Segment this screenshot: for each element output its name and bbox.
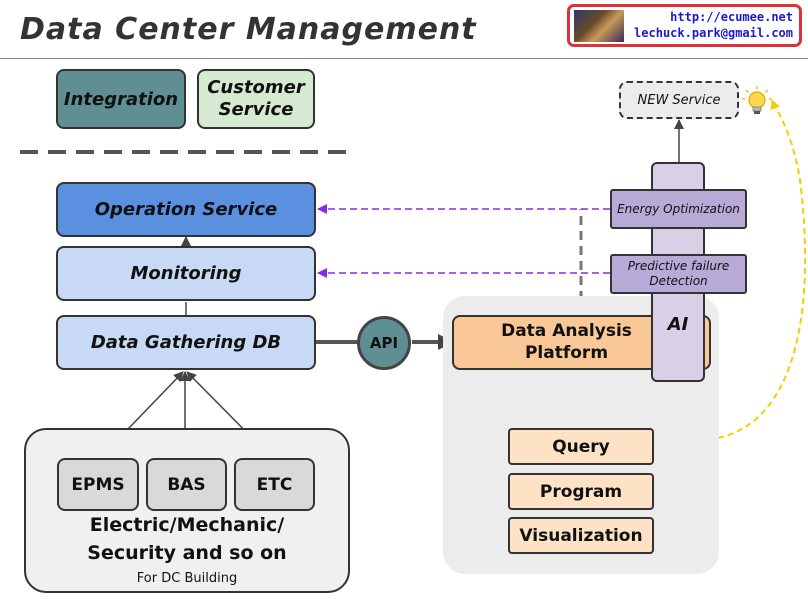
source-epms-label: EPMS [71,474,125,495]
tool-program-box[interactable]: Program [508,473,654,510]
operation-service-label: Operation Service [94,199,278,220]
energy-optimization-box[interactable]: Energy Optimization [610,189,747,229]
customer-service-box[interactable]: Customer Service [197,69,315,129]
source-etc-label: ETC [256,474,293,495]
operation-service-box[interactable]: Operation Service [56,182,316,237]
customer-service-label: Customer Service [207,77,305,120]
data-gathering-db-label: Data Gathering DB [90,332,282,353]
title-divider [0,58,808,59]
integration-box[interactable]: Integration [56,69,186,129]
lightbulb-icon [742,85,772,119]
predictive-failure-label: Predictive failure Detection [627,259,730,288]
integration-label: Integration [63,88,179,110]
tool-visualization-label: Visualization [519,525,643,546]
new-service-label: NEW Service [637,92,721,108]
tool-query-box[interactable]: Query [508,428,654,465]
page-title: Data Center Management [20,12,477,47]
monitoring-label: Monitoring [130,263,242,284]
contact-url[interactable]: http://ecumee.net [670,10,793,24]
api-label: API [369,334,399,352]
source-bas-label: BAS [167,474,206,495]
tool-program-label: Program [539,481,623,502]
energy-optimization-label: Energy Optimization [617,201,740,216]
data-analysis-platform-label: Data Analysis Platform [501,321,632,363]
source-bas-box[interactable]: BAS [146,458,227,511]
new-service-box[interactable]: NEW Service [619,81,739,119]
tool-visualization-box[interactable]: Visualization [508,517,654,554]
building-caption-line2: Security and so on [87,542,287,564]
monitoring-box[interactable]: Monitoring [56,246,316,301]
tool-query-label: Query [552,436,610,457]
api-node[interactable]: API [357,316,411,370]
source-etc-box[interactable]: ETC [234,458,315,511]
predictive-failure-box[interactable]: Predictive failure Detection [610,254,747,294]
source-epms-box[interactable]: EPMS [57,458,139,511]
building-sub-caption: For DC Building [136,571,238,586]
ai-label: AI [667,314,689,335]
contact-email[interactable]: lechuck.park@gmail.com [634,26,793,40]
dashed-curve-to-bulb [717,99,807,439]
data-gathering-db-box[interactable]: Data Gathering DB [56,315,316,370]
building-caption-line1: Electric/Mechanic/ [89,514,285,536]
avatar-thumbnail [574,10,624,42]
contact-card: http://ecumee.net lechuck.park@gmail.com [567,4,802,47]
